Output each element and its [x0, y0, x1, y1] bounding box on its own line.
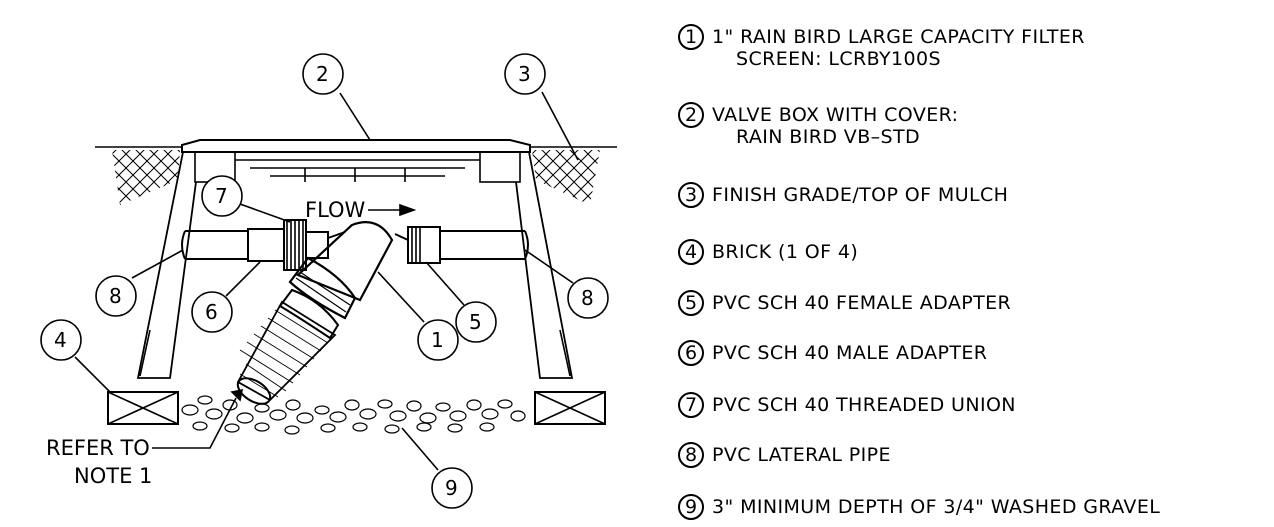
svg-text:4: 4 [54, 328, 67, 352]
lateral-pipe-left [181, 230, 248, 260]
brick-left [107, 391, 179, 425]
svg-text:5: 5 [469, 310, 482, 334]
filter-screen [236, 300, 337, 405]
filter-body [278, 221, 409, 340]
note-label-line1: REFER TO [46, 436, 150, 460]
lateral-pipe-right [440, 230, 529, 260]
svg-text:8: 8 [109, 284, 122, 308]
finish-grade [95, 146, 617, 205]
male-adapter [247, 228, 285, 262]
legend-number: 5 [678, 290, 704, 316]
svg-text:1: 1 [431, 328, 444, 352]
female-adapter [407, 226, 441, 264]
callout-5: 5 [425, 261, 497, 343]
callout-3: 3 [504, 53, 579, 161]
legend-text: PVC SCH 40 MALE ADAPTER [712, 342, 988, 364]
legend-text: PVC LATERAL PIPE [712, 444, 891, 466]
brick-right [534, 391, 606, 425]
legend-item-4: 4 BRICK (1 OF 4) [678, 239, 858, 265]
callout-6: 6 [191, 261, 261, 333]
legend-text: PVC SCH 40 THREADED UNION [712, 394, 1016, 416]
callout-7: 7 [201, 175, 291, 223]
legend-item-6: 6 PVC SCH 40 MALE ADAPTER [678, 340, 987, 366]
svg-text:6: 6 [205, 300, 218, 324]
svg-text:7: 7 [215, 184, 228, 208]
callout-4: 4 [40, 319, 111, 393]
valve-box [136, 139, 574, 379]
filter-detail-drawing: FLOW REFER TO NOTE 1 2 3 7 8 6 1 [40, 53, 617, 509]
legend-item-7: 7 PVC SCH 40 THREADED UNION [678, 392, 1016, 418]
flow-annotation: FLOW [305, 198, 417, 222]
legend-number: 8 [678, 442, 704, 468]
legend-text-line1: 1" RAIN BIRD LARGE CAPACITY FILTER [712, 26, 1085, 48]
callout-2: 2 [302, 53, 371, 141]
legend-number: 6 [678, 340, 704, 366]
legend-text-line1: VALVE BOX WITH COVER: [712, 104, 959, 126]
legend-text: PVC SCH 40 FEMALE ADAPTER [712, 292, 1012, 314]
svg-text:9: 9 [445, 476, 458, 500]
legend-item-5: 5 PVC SCH 40 FEMALE ADAPTER [678, 290, 1011, 316]
note-label-line2: NOTE 1 [74, 464, 152, 488]
legend-number: 3 [678, 182, 704, 208]
svg-text:3: 3 [518, 62, 531, 86]
legend-item-9: 9 3" MINIMUM DEPTH OF 3/4" WASHED GRAVEL [678, 494, 1160, 520]
legend-item-1: 1 1" RAIN BIRD LARGE CAPACITY FILTER SCR… [678, 24, 1085, 70]
legend-number: 9 [678, 494, 704, 520]
callout-9: 9 [401, 427, 473, 509]
legend-text: BRICK (1 OF 4) [712, 241, 859, 263]
svg-text:8: 8 [581, 286, 594, 310]
callout-8-left: 8 [95, 249, 184, 317]
callout-1: 1 [377, 271, 459, 361]
legend-number: 7 [678, 392, 704, 418]
legend-number: 1 [678, 24, 704, 50]
legend-text: FINISH GRADE/TOP OF MULCH [712, 184, 1009, 206]
svg-text:2: 2 [316, 62, 329, 86]
washed-gravel [181, 395, 526, 435]
legend-number: 4 [678, 239, 704, 265]
flow-label: FLOW [305, 198, 366, 222]
callout-8-right: 8 [524, 249, 609, 319]
legend-number: 2 [678, 102, 704, 128]
legend-text: 3" MINIMUM DEPTH OF 3/4" WASHED GRAVEL [712, 496, 1161, 518]
legend-text-line2: RAIN BIRD VB–STD [736, 126, 921, 148]
note-reference: REFER TO NOTE 1 [46, 388, 244, 488]
legend-item-3: 3 FINISH GRADE/TOP OF MULCH [678, 182, 1008, 208]
legend-text-line2: SCREEN: LCRBY100S [736, 48, 941, 70]
legend-item-8: 8 PVC LATERAL PIPE [678, 442, 891, 468]
legend-item-2: 2 VALVE BOX WITH COVER: RAIN BIRD VB–STD [678, 102, 958, 148]
